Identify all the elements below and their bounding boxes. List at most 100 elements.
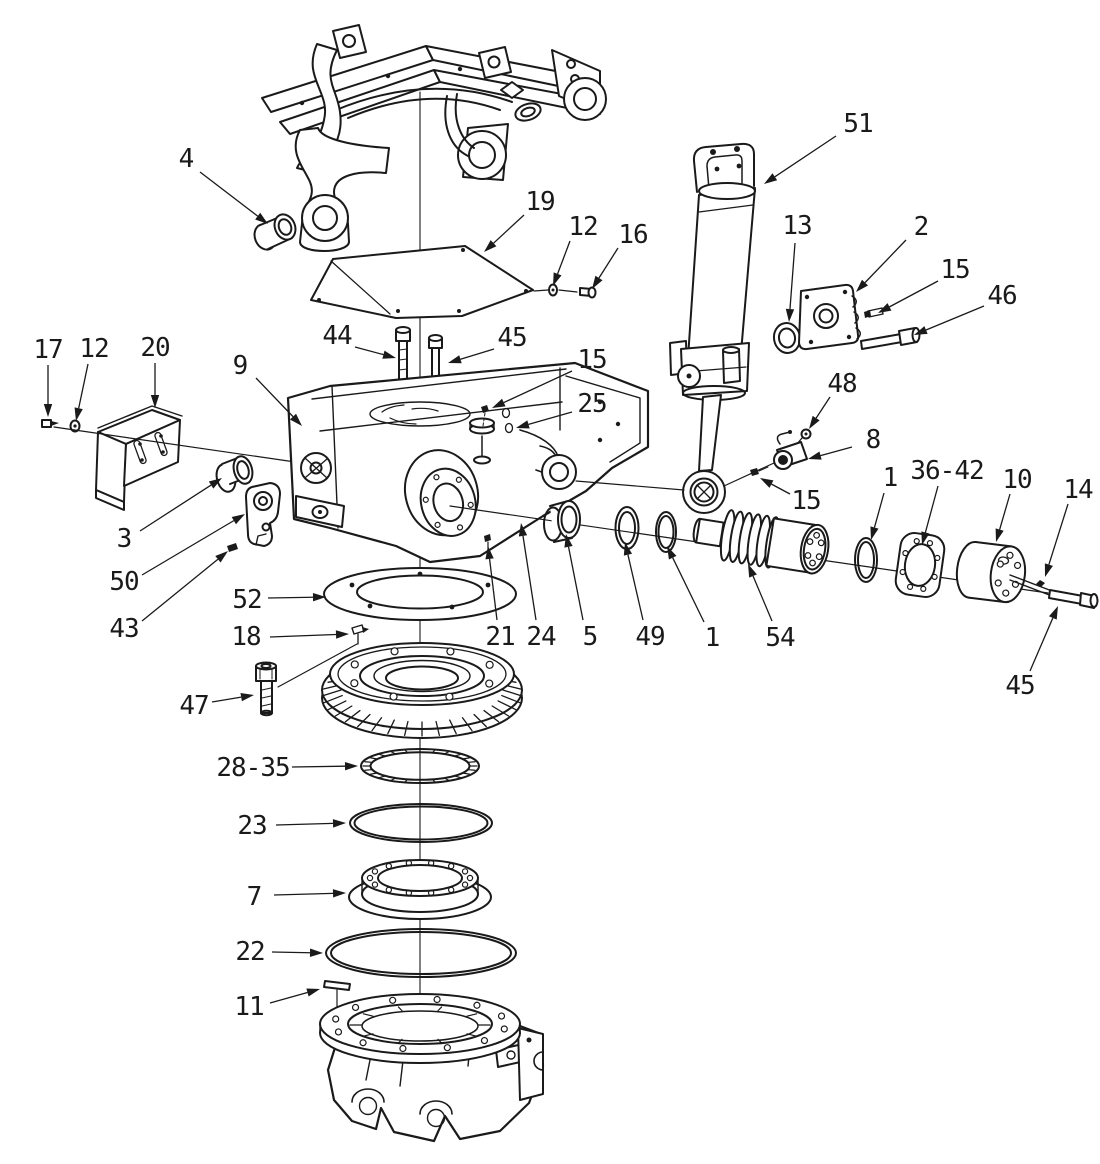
oring-part23 [349,803,493,843]
bolt-part46 [860,327,921,350]
screw47-assembly-line [277,643,358,688]
callout-11: 11 [234,988,320,1022]
rod-part14 [1009,574,1053,597]
part-number-label: 19 [525,187,554,217]
leader-line [78,363,89,409]
leader-arrowhead [215,551,228,563]
leader-line [354,346,384,356]
leader-arrowhead [485,546,494,560]
base-housing [319,993,545,1143]
leader-arrowhead [564,534,573,548]
leader-arrowhead [309,948,323,957]
leader-line [211,696,242,703]
leader-arrowhead [856,279,869,292]
leader-arrowhead [240,692,254,702]
shim-disc-part52 [323,567,517,621]
leader-line [460,348,495,360]
leader-line [141,558,219,622]
breather-valve [469,417,495,465]
lug-to-eye-axis [575,480,685,491]
leader-line [820,446,853,457]
part-number-label: 10 [1002,465,1031,495]
callout-1: 1 [870,463,898,540]
leader-line [267,596,314,599]
callout-49: 49 [623,542,666,652]
callout-12: 12 [553,212,599,286]
leader-line [925,305,985,331]
leader-arrowhead [516,420,530,429]
part-number-label: 8 [866,425,881,455]
bracket-part20 [95,405,183,511]
leader-arrowhead [382,350,396,359]
bushing-part5 [543,500,581,543]
leader-line [873,492,885,528]
callout-12: 12 [74,334,110,421]
callout-2: 2 [856,212,929,292]
leader-line [291,765,346,768]
leader-line [275,822,334,826]
eye-to-fitting-axis [723,462,775,487]
callout-16: 16 [592,220,649,289]
part-number-label: 17 [33,335,62,365]
part-number-label: 5 [583,622,598,652]
part-number-label: 14 [1063,475,1093,505]
part-number-label: 13 [782,211,811,241]
part-number-label: 12 [79,334,108,364]
leader-arrowhead [785,308,795,322]
callout-48: 48 [809,369,858,429]
cover-plate-part19 [310,245,597,319]
leader-arrowhead [809,415,820,429]
callout-22: 22 [235,937,323,967]
leader-line [556,240,571,275]
callout-25: 25 [516,389,608,429]
screw-part16 [579,286,597,299]
part-number-label: 28-35 [216,753,289,783]
part-number-label: 48 [827,369,856,399]
leader-line [528,411,573,426]
leader-line [522,535,537,621]
callout-3: 3 [117,478,222,554]
callout-51: 51 [764,109,874,184]
frame-diamond-mark [500,81,524,99]
part-number-label: 45 [1005,671,1034,701]
screw-part18 [351,624,369,645]
leader-arrowhead [760,478,774,488]
callout-15: 15 [878,255,971,313]
part-number-label: 24 [526,622,556,652]
callout-36-42: 36-42 [910,456,985,545]
leader-line [789,242,796,310]
leader-arrowhead [43,404,53,417]
part-number-label: 11 [234,992,263,1022]
leader-line [269,633,337,638]
leader-arrowhead [921,531,930,545]
screw-part43 [227,543,238,552]
part-number-label: 52 [232,585,261,615]
leader-arrowhead [878,303,892,313]
cylinder-rod [698,394,722,472]
leader-line [503,370,573,404]
leader-arrowhead [764,173,778,184]
callout-50: 50 [109,514,245,597]
callout-10: 10 [995,465,1033,542]
ball-part48 [796,428,812,445]
callout-20: 20 [140,333,171,408]
part-number-label: 45 [497,323,526,353]
leader-line [199,171,259,217]
gasket-part36-42 [894,532,946,598]
callout-23: 23 [237,811,346,841]
shim-ring-part28-35 [360,748,480,784]
leader-arrowhead [1048,606,1058,620]
gear-housing-part9 [286,361,650,564]
callout-52: 52 [232,585,326,615]
oring-part22 [325,928,517,978]
callout-54: 54 [748,564,796,653]
part-number-label: 15 [791,486,820,516]
callout-15: 15 [760,478,822,516]
leader-line [139,484,212,532]
leader-arrowhead [808,451,822,460]
leader-line [488,558,498,621]
leader-arrowhead [484,240,497,252]
part-number-label: 15 [940,255,969,285]
leader-arrowhead [74,407,83,421]
